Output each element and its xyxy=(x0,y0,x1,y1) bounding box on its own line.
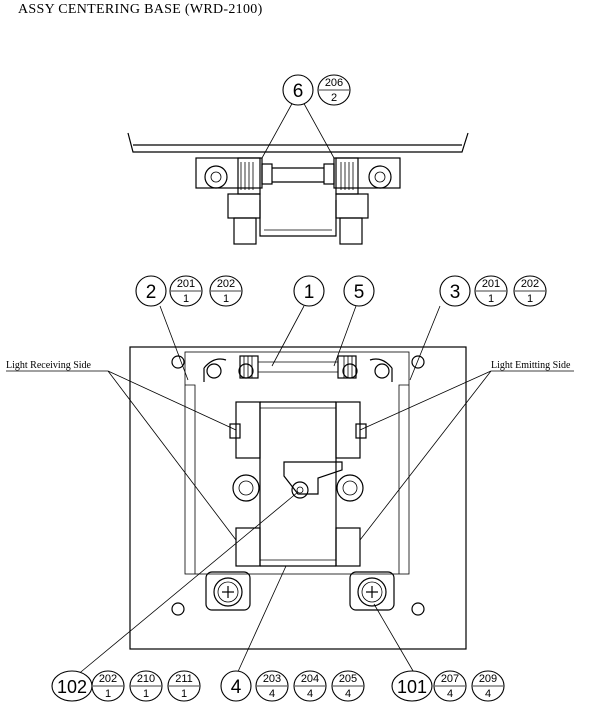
callout-6: 6 206 2 xyxy=(282,74,351,106)
part-quantity: 4 xyxy=(307,688,313,700)
part-number: 206 xyxy=(325,77,343,89)
part-number: 201 xyxy=(177,278,195,290)
part-number: 202 xyxy=(217,278,235,290)
part-quantity: 1 xyxy=(143,688,149,700)
item-number: 2 xyxy=(146,282,157,303)
callout-101: 101 207 4 209 4 xyxy=(391,670,505,702)
item-number: 1 xyxy=(304,282,315,303)
callout-5: 5 xyxy=(343,275,375,307)
leader-lines xyxy=(6,99,574,677)
item-number: 4 xyxy=(231,677,242,698)
part-quantity: 1 xyxy=(223,293,229,305)
callout-102: 102 202 1 210 1 211 1 xyxy=(51,670,201,702)
part-number: 203 xyxy=(263,673,281,685)
plan-view xyxy=(129,346,467,650)
callout-2: 2 201 1 202 1 xyxy=(135,275,243,307)
callout-4: 4 203 4 204 4 205 4 xyxy=(220,670,365,702)
part-quantity: 2 xyxy=(331,92,337,104)
part-number: 209 xyxy=(479,673,497,685)
callout-1: 1 xyxy=(293,275,325,307)
part-quantity: 1 xyxy=(105,688,111,700)
diagram-title: ASSY CENTERING BASE (WRD-2100) xyxy=(18,2,263,17)
part-quantity: 4 xyxy=(485,688,491,700)
part-quantity: 1 xyxy=(181,688,187,700)
part-quantity: 1 xyxy=(527,293,533,305)
part-quantity: 4 xyxy=(447,688,453,700)
part-number: 202 xyxy=(99,673,117,685)
item-number: 102 xyxy=(57,677,87,697)
part-quantity: 1 xyxy=(183,293,189,305)
part-number: 210 xyxy=(137,673,155,685)
item-number: 3 xyxy=(450,282,461,303)
part-number: 205 xyxy=(339,673,357,685)
light-emitting-side-label: Light Emitting Side xyxy=(491,360,571,371)
part-number: 207 xyxy=(441,673,459,685)
side-view xyxy=(127,132,469,245)
item-number: 6 xyxy=(293,81,304,102)
part-number: 204 xyxy=(301,673,319,685)
part-quantity: 1 xyxy=(488,293,494,305)
part-quantity: 4 xyxy=(269,688,275,700)
part-number: 202 xyxy=(521,278,539,290)
callout-3: 3 201 1 202 1 xyxy=(439,275,547,307)
light-receiving-side-label: Light Receiving Side xyxy=(6,360,91,371)
part-quantity: 4 xyxy=(345,688,351,700)
item-number: 101 xyxy=(397,677,427,697)
item-number: 5 xyxy=(354,282,365,303)
part-number: 201 xyxy=(482,278,500,290)
part-number: 211 xyxy=(175,673,193,685)
